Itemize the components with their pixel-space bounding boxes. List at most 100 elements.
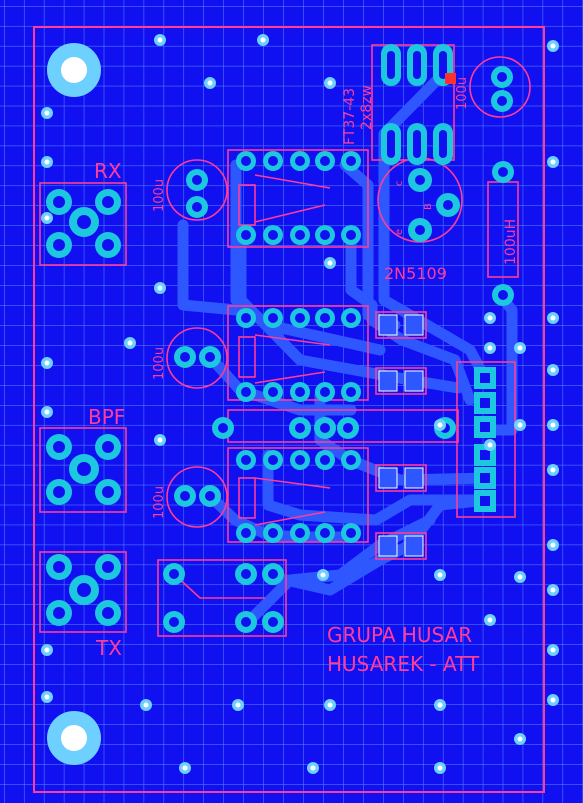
- rx-label: RX: [94, 159, 122, 183]
- diode-2-outline: [238, 336, 256, 378]
- pad-drill-hole: [295, 313, 305, 323]
- pad-drill-hole: [241, 569, 251, 579]
- pad-drill-hole: [320, 156, 330, 166]
- via-hole: [437, 702, 443, 708]
- via-hole: [44, 215, 50, 221]
- pad-drill-hole: [320, 528, 330, 538]
- pin-e-label: e: [394, 229, 405, 235]
- via-hole: [517, 736, 523, 742]
- via-hole: [550, 542, 556, 548]
- via-hole: [127, 340, 133, 346]
- via-hole: [44, 409, 50, 415]
- cap-3-label: 100u: [152, 486, 167, 519]
- pad-drill-hole: [320, 387, 330, 397]
- pad-drill-hole: [498, 290, 508, 300]
- smd-1-outline: [375, 311, 427, 339]
- via-hole: [550, 367, 556, 373]
- pad-drill-hole: [346, 455, 356, 465]
- via-hole: [550, 422, 556, 428]
- pad-drill-hole: [102, 196, 114, 208]
- via-hole: [550, 647, 556, 653]
- pad-drill-hole: [346, 313, 356, 323]
- via-hole: [550, 159, 556, 165]
- smd-2-outline: [375, 367, 427, 395]
- pad-drill-hole: [346, 528, 356, 538]
- via-hole: [487, 345, 493, 351]
- cap-2-label: 100u: [152, 347, 167, 380]
- via-hole: [550, 467, 556, 473]
- pad-drill-hole: [180, 491, 190, 501]
- cap-1-label: 100u: [152, 179, 167, 212]
- transistor-label: 2N5109: [384, 264, 447, 283]
- pad-drill-hole: [241, 230, 251, 240]
- pad-drill-hole: [102, 441, 114, 453]
- pad-drill-hole: [102, 486, 114, 498]
- via-hole: [550, 43, 556, 49]
- via-hole: [437, 765, 443, 771]
- pad-drill-hole: [169, 617, 179, 627]
- board-outline: [33, 26, 545, 793]
- pad-drill-hole: [343, 423, 353, 433]
- pad-drill-hole: [295, 455, 305, 465]
- diode-1-outline: [238, 184, 256, 226]
- via-hole: [44, 159, 50, 165]
- cap-top-right-outline: [469, 56, 531, 118]
- via-hole: [157, 285, 163, 291]
- pad-drill-hole: [320, 423, 330, 433]
- pad-drill-hole: [192, 202, 202, 212]
- via-hole: [143, 702, 149, 708]
- via-hole: [207, 80, 213, 86]
- pad-drill-hole: [205, 491, 215, 501]
- via-hole: [182, 765, 188, 771]
- via-hole: [44, 110, 50, 116]
- pad-drill-hole: [180, 352, 190, 362]
- board-subtitle: HUSAREK - ATT: [327, 652, 480, 676]
- pad-drill-hole: [497, 96, 507, 106]
- pad-drill-hole: [346, 387, 356, 397]
- via-hole: [327, 702, 333, 708]
- pad-drill-hole: [295, 156, 305, 166]
- pad-drill-hole: [295, 230, 305, 240]
- via-hole: [550, 697, 556, 703]
- pad-drill-hole: [268, 230, 278, 240]
- vias: [41, 34, 559, 774]
- via-hole: [44, 360, 50, 366]
- pad-drill-hole: [346, 156, 356, 166]
- diode-3-outline: [238, 477, 256, 519]
- pad-drill-hole: [53, 239, 65, 251]
- pad-drill-hole: [53, 196, 65, 208]
- pad-drill-hole: [102, 561, 114, 573]
- pad-drill-hole: [268, 156, 278, 166]
- via-hole: [487, 315, 493, 321]
- pad-drill-hole: [268, 617, 278, 627]
- cap-1-outline: [166, 159, 228, 221]
- pad-drill-hole: [102, 607, 114, 619]
- via-hole: [157, 437, 163, 443]
- pad-drill-hole: [53, 486, 65, 498]
- via-hole: [44, 647, 50, 653]
- pad-drill-hole: [77, 583, 91, 597]
- pin-b-label: B: [423, 203, 434, 210]
- cap-3-outline: [166, 466, 228, 528]
- pad-drill-hole: [295, 423, 305, 433]
- tx-connector-outline: [39, 551, 127, 633]
- toroid-label: FT37-43: [342, 88, 358, 145]
- pad-drill-hole: [443, 200, 453, 210]
- pad-drill-hole: [268, 569, 278, 579]
- pad-drill-hole: [192, 175, 202, 185]
- smd-4-outline: [375, 532, 427, 560]
- bpf-connector-outline: [39, 427, 127, 513]
- via-hole: [327, 260, 333, 266]
- via-hole: [517, 345, 523, 351]
- toroid-winding-label: 2x8zw: [359, 85, 375, 130]
- smd-3-outline: [375, 464, 427, 492]
- jumper-block-outline: [157, 559, 287, 637]
- through-hole-pads: [46, 66, 514, 633]
- pad-drill-hole: [498, 167, 508, 177]
- pad-drill-hole: [241, 387, 251, 397]
- via-hole: [517, 422, 523, 428]
- header-outline: [456, 361, 516, 518]
- labels: RX BPF TX FT37-43 2x8zw 2N5109 100uH 100…: [88, 77, 519, 676]
- toroid-pads: [381, 44, 456, 165]
- pad-drill-hole: [77, 215, 91, 229]
